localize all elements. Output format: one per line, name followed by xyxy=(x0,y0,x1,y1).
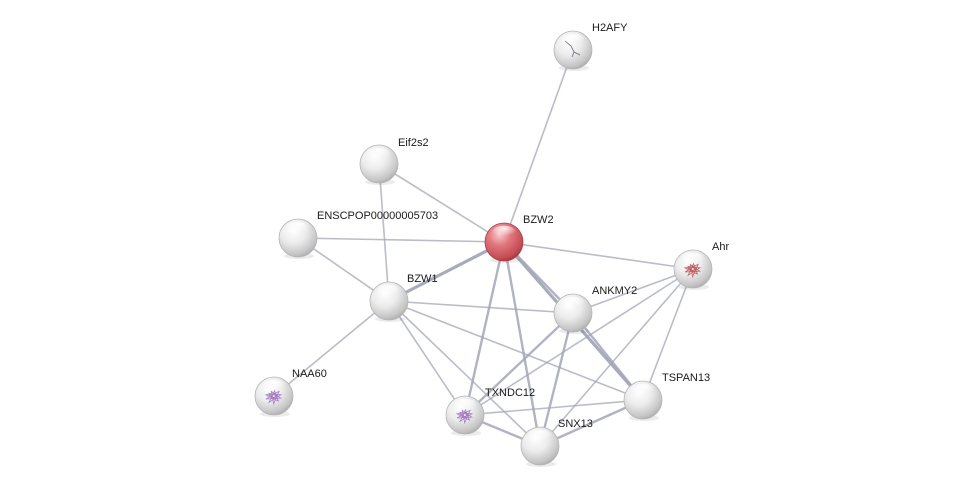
edge-eif2s2-bzw1[interactable] xyxy=(378,163,390,302)
node-label-ahr: Ahr xyxy=(712,241,729,253)
node-bzw1[interactable]: BZW1 xyxy=(369,273,438,322)
node-snx13[interactable]: SNX13 xyxy=(520,418,593,467)
edge-ankmy2-txndc12[interactable] xyxy=(463,311,575,417)
node-enscpop00000005703[interactable]: ENSCPOP00000005703 xyxy=(278,210,438,259)
node-ankmy2[interactable]: ANKMY2 xyxy=(553,285,637,334)
edge-bzw1-naa60[interactable] xyxy=(273,300,390,397)
edge-bzw1-txndc12[interactable] xyxy=(388,300,466,416)
edge-bzw2-txndc12[interactable] xyxy=(463,240,506,417)
node-label-h2afy: H2AFY xyxy=(592,22,628,34)
node-gloss xyxy=(492,225,516,239)
protein-structure-icon xyxy=(456,408,474,425)
edge-bzw2-bzw1[interactable] xyxy=(387,240,506,303)
node-label-eif2s2: Eif2s2 xyxy=(398,137,429,149)
edge-ahr-snx13[interactable] xyxy=(539,268,694,447)
node-gloss xyxy=(561,296,585,310)
edge-txndc12-tspan13[interactable] xyxy=(464,399,644,416)
edge-ahr-tspan13[interactable] xyxy=(642,268,694,401)
node-gloss xyxy=(453,398,477,412)
node-label-snx13: SNX13 xyxy=(558,418,593,430)
node-label-naa60: NAA60 xyxy=(292,368,327,380)
node-label-ankmy2: ANKMY2 xyxy=(592,285,637,297)
node-label-enscpop00000005703: ENSCPOP00000005703 xyxy=(317,210,438,222)
edge-bzw1-tspan13[interactable] xyxy=(388,300,644,401)
node-label-bzw1: BZW1 xyxy=(407,273,438,285)
node-ahr[interactable]: Ahr xyxy=(673,241,729,290)
node-gloss xyxy=(631,383,655,397)
node-txndc12[interactable]: TXNDC12 xyxy=(445,387,535,436)
node-gloss xyxy=(561,33,585,47)
node-gloss xyxy=(262,379,286,393)
edge-bzw2-eif2s2[interactable] xyxy=(378,163,505,243)
edge-ankmy2-snx13[interactable] xyxy=(538,311,575,448)
node-gloss xyxy=(681,252,705,266)
edge-bzw2-snx13[interactable] xyxy=(502,240,542,448)
edge-bzw2-enscpop00000005703[interactable] xyxy=(297,237,505,243)
edge-bzw2-h2afy[interactable] xyxy=(503,49,574,243)
node-gloss xyxy=(528,429,552,443)
protein-structure-icon xyxy=(684,262,702,279)
node-h2afy[interactable]: H2AFY xyxy=(553,22,628,71)
node-label-tspan13: TSPAN13 xyxy=(662,372,710,384)
node-gloss xyxy=(367,147,391,161)
edge-bzw2-ahr[interactable] xyxy=(503,241,694,270)
edge-bzw1-snx13[interactable] xyxy=(388,300,541,447)
protein-structure-icon xyxy=(265,389,283,406)
node-gloss xyxy=(377,284,401,298)
node-label-bzw2: BZW2 xyxy=(523,214,554,226)
node-label-txndc12: TXNDC12 xyxy=(485,387,535,399)
node-eif2s2[interactable]: Eif2s2 xyxy=(359,137,429,185)
node-bzw2[interactable]: BZW2 xyxy=(484,214,554,263)
edge-ahr-txndc12[interactable] xyxy=(464,268,694,416)
edge-ahr-ankmy2[interactable] xyxy=(572,268,694,314)
node-tspan13[interactable]: TSPAN13 xyxy=(623,372,710,421)
node-gloss xyxy=(286,221,310,235)
edge-bzw1-ankmy2[interactable] xyxy=(388,300,574,314)
node-naa60[interactable]: NAA60 xyxy=(254,368,327,417)
